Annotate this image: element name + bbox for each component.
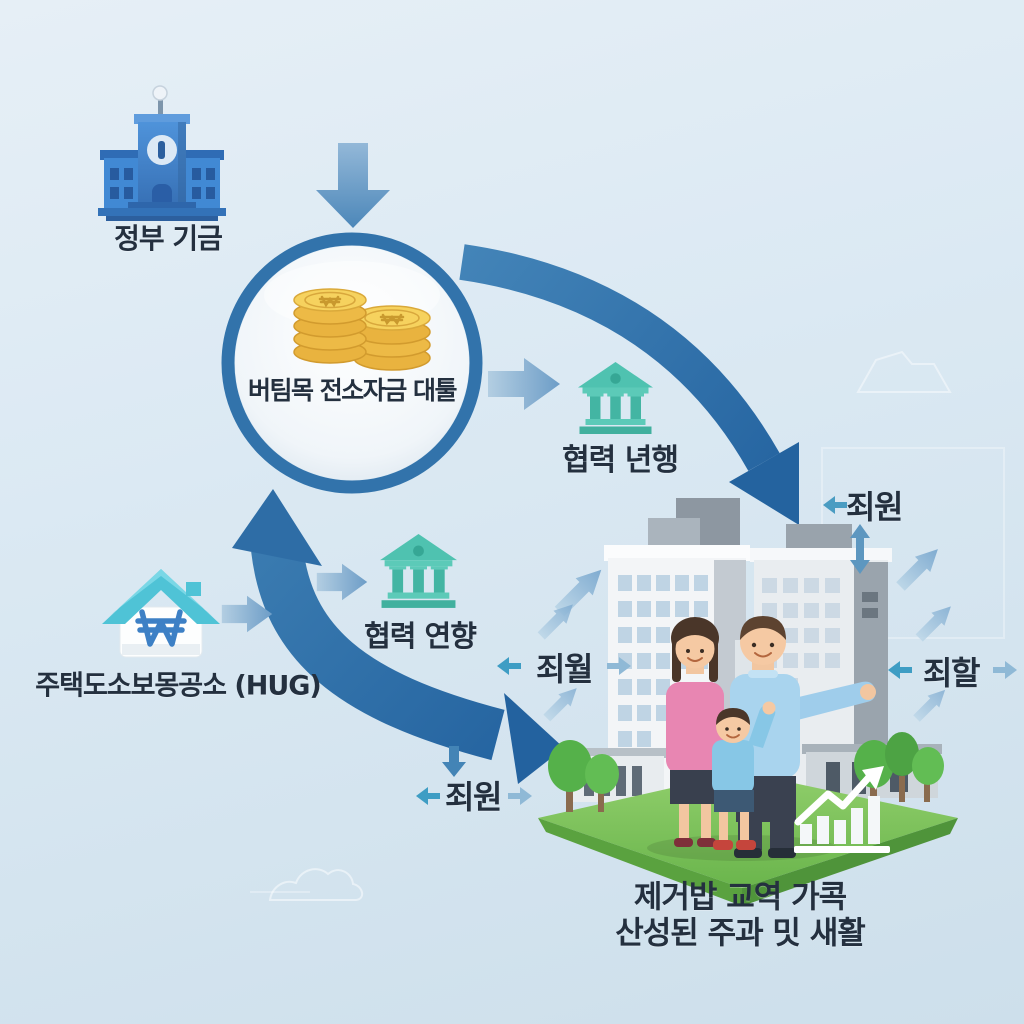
house-won-icon — [102, 569, 220, 658]
arrow-to-bank-mid — [316, 563, 368, 601]
bank-mid-icon — [380, 534, 457, 608]
support-label-arrows — [416, 496, 1017, 805]
support-right-label: 죄할 — [923, 654, 980, 692]
partner-bank-mid-label: 협력 연향 — [364, 619, 477, 653]
bank-top-icon — [578, 362, 653, 434]
caption-line1: 제거밥 교역 가콕 — [633, 879, 847, 916]
family-illustration — [666, 616, 876, 858]
support-bottom-label: 죄원 — [445, 778, 502, 816]
mother-figure — [666, 617, 724, 847]
government-building-icon — [98, 85, 226, 221]
fund-circle — [221, 232, 483, 494]
trees — [548, 732, 944, 812]
flow-arrow-government-to-fund — [316, 143, 390, 228]
son-figure — [712, 701, 776, 850]
flow-arrow-fund-to-housing — [459, 244, 799, 525]
flow-arrow-hug-fund-housing — [232, 489, 564, 784]
caption-line2: 산성된 주과 밋 새활 — [615, 915, 866, 952]
support-left-label: 죄월 — [536, 650, 593, 688]
hug-label: 주택도소보몽공소 (HUG) — [35, 670, 321, 702]
support-top-label: 죄원 — [846, 488, 903, 526]
partner-bank-top-label: 협력 년행 — [562, 443, 679, 478]
growth-bar-chart-icon — [794, 766, 890, 853]
fund-circle-label: 버팀목 전소자금 대툴 — [248, 376, 457, 405]
government-fund-label: 정부 기금 — [114, 222, 223, 255]
arrow-fund-to-bank — [488, 358, 560, 410]
coin-stacks-icon — [293, 288, 431, 371]
